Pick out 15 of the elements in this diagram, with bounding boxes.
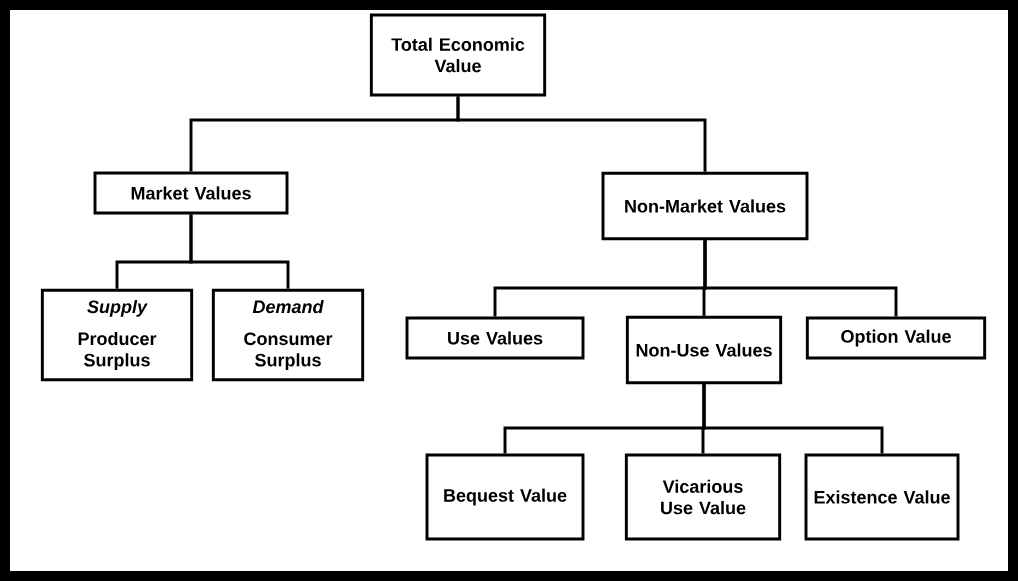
connector-line <box>702 384 884 454</box>
value-box: Non-Use Values <box>625 315 783 385</box>
value-box: Use Values <box>405 316 585 360</box>
value-box: Supply Producer Surplus <box>40 288 194 382</box>
value-box: Existence Value <box>804 453 960 541</box>
value-box: Total Economic Value <box>369 13 547 97</box>
value-box: Demand Consumer Surplus <box>211 288 365 382</box>
value-box: Option Value <box>805 316 987 360</box>
value-box: Market Values <box>93 171 289 215</box>
value-box: Non-Market Values <box>601 171 809 241</box>
connector-line <box>189 214 290 289</box>
connector-line <box>456 96 707 172</box>
value-box: Bequest Value <box>425 453 585 541</box>
connector-line <box>703 240 898 317</box>
value-box: Vicarious Use Value <box>624 453 782 541</box>
